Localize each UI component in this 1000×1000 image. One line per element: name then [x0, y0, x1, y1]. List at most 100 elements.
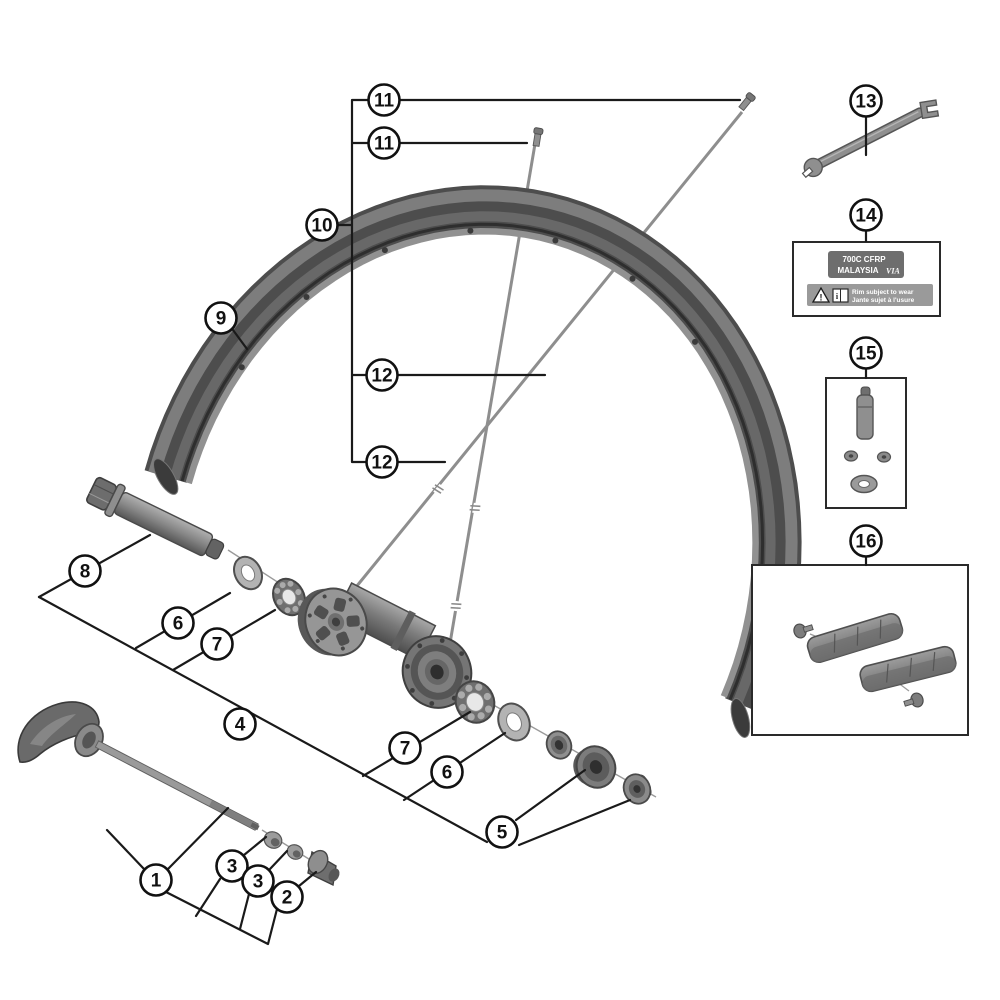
svg-text:6: 6	[173, 614, 184, 635]
pad-fixing-screw-2	[903, 692, 924, 708]
callout-12: 12	[365, 445, 399, 479]
rim	[144, 185, 802, 738]
svg-text:4: 4	[235, 715, 246, 736]
callout-5: 5	[485, 815, 519, 849]
callout-6: 6	[161, 606, 195, 640]
small-parts-box	[825, 377, 907, 509]
callout-8: 8	[68, 554, 102, 588]
valve-nut	[843, 450, 859, 462]
callout-11: 11	[367, 126, 401, 160]
rim-spoke-hole	[381, 247, 388, 254]
valve-nut	[876, 451, 892, 463]
hub-flange-left	[297, 587, 368, 657]
nipple	[532, 127, 544, 147]
hub-body	[297, 582, 473, 709]
svg-text:2: 2	[282, 888, 293, 909]
rim-spoke-hole	[552, 237, 559, 244]
rim-spoke-hole	[467, 227, 474, 234]
warning-triangle-icon	[811, 286, 831, 303]
svg-text:16: 16	[855, 532, 876, 553]
nipple	[738, 92, 756, 112]
callout-12: 12	[365, 358, 399, 392]
bearing-retainer-left	[272, 577, 306, 617]
callout-16: 16	[849, 524, 883, 558]
rim-spoke-hole	[238, 364, 245, 371]
svg-text:1: 1	[151, 871, 162, 892]
svg-text:12: 12	[371, 366, 392, 387]
spoke-break-mark	[450, 600, 462, 612]
spoke-nipples	[532, 92, 756, 147]
callout-6: 6	[430, 755, 464, 789]
svg-text:6: 6	[442, 763, 453, 784]
callout-15: 15	[849, 336, 883, 370]
callout-9: 9	[204, 301, 238, 335]
hub-axle	[86, 476, 225, 560]
callout-3: 3	[241, 864, 275, 898]
spoke-break-mark	[432, 483, 444, 495]
callout-13: 13	[849, 84, 883, 118]
info-i: i	[836, 292, 839, 301]
svg-text:3: 3	[253, 872, 264, 893]
rim-end-face	[153, 458, 179, 495]
quick-release	[17, 701, 340, 887]
callout-4: 4	[223, 707, 257, 741]
washer-left	[233, 555, 263, 591]
brake-pads-box	[751, 564, 969, 736]
rim-spoke-hole	[629, 275, 636, 282]
qr-spring-1	[263, 831, 283, 849]
svg-text:7: 7	[400, 739, 411, 760]
bearing-retainer-right	[454, 680, 496, 724]
svg-text:7: 7	[212, 635, 223, 656]
rim-label-box: 700C CFRP MALAYSIA VIA ! i Rim subject t…	[792, 241, 941, 317]
qr-spring-2	[286, 844, 304, 860]
rim-spec-label	[828, 251, 904, 278]
svg-text:8: 8	[80, 562, 91, 583]
rim-spec-line1: 700C CFRP	[842, 255, 886, 264]
rim-end-face	[730, 698, 751, 738]
qr-pivot	[74, 722, 104, 758]
hub-flange-right-holes	[405, 638, 469, 706]
warning-text-en: Rim subject to wear	[852, 289, 914, 296]
via-logo: VIA	[886, 267, 900, 276]
rim-spoke-hole	[692, 338, 698, 345]
svg-text:9: 9	[216, 309, 227, 330]
svg-text:15: 15	[855, 344, 877, 365]
callout-7: 7	[200, 627, 234, 661]
svg-text:11: 11	[374, 134, 395, 155]
brake-pad-2	[859, 645, 957, 693]
svg-text:10: 10	[311, 216, 332, 237]
svg-text:11: 11	[374, 91, 395, 112]
valve-washer	[850, 474, 878, 494]
hub-flange-right	[401, 635, 473, 709]
callout-10: 10	[305, 208, 339, 242]
valve-part	[856, 386, 874, 440]
end-cap-right	[622, 773, 652, 805]
washer-right	[497, 702, 531, 742]
callout-7: 7	[388, 731, 422, 765]
callout-11: 11	[367, 83, 401, 117]
callout-3: 3	[215, 849, 249, 883]
rim-spoke-hole	[303, 294, 310, 300]
lock-nut	[573, 745, 617, 789]
cone	[545, 730, 573, 760]
qr-skewer-rod	[94, 740, 260, 831]
rim-spec-line2: MALAYSIA	[837, 266, 878, 275]
svg-text:5: 5	[497, 823, 508, 844]
callout-1: 1	[139, 863, 173, 897]
warning-exclamation: !	[820, 293, 823, 303]
warning-text-fr: Jante sujet à l'usure	[852, 297, 915, 304]
callout-2: 2	[270, 880, 304, 914]
spoke-wrench	[801, 99, 940, 179]
svg-text:12: 12	[371, 453, 392, 474]
spoke-break-mark	[469, 502, 481, 514]
svg-text:3: 3	[227, 857, 238, 878]
brake-pad-1	[806, 612, 904, 664]
spoke-b	[350, 111, 744, 593]
svg-text:14: 14	[855, 206, 877, 227]
svg-text:13: 13	[855, 92, 876, 113]
pad-fixing-screw-1	[793, 623, 814, 639]
qr-end-nut	[307, 849, 340, 887]
